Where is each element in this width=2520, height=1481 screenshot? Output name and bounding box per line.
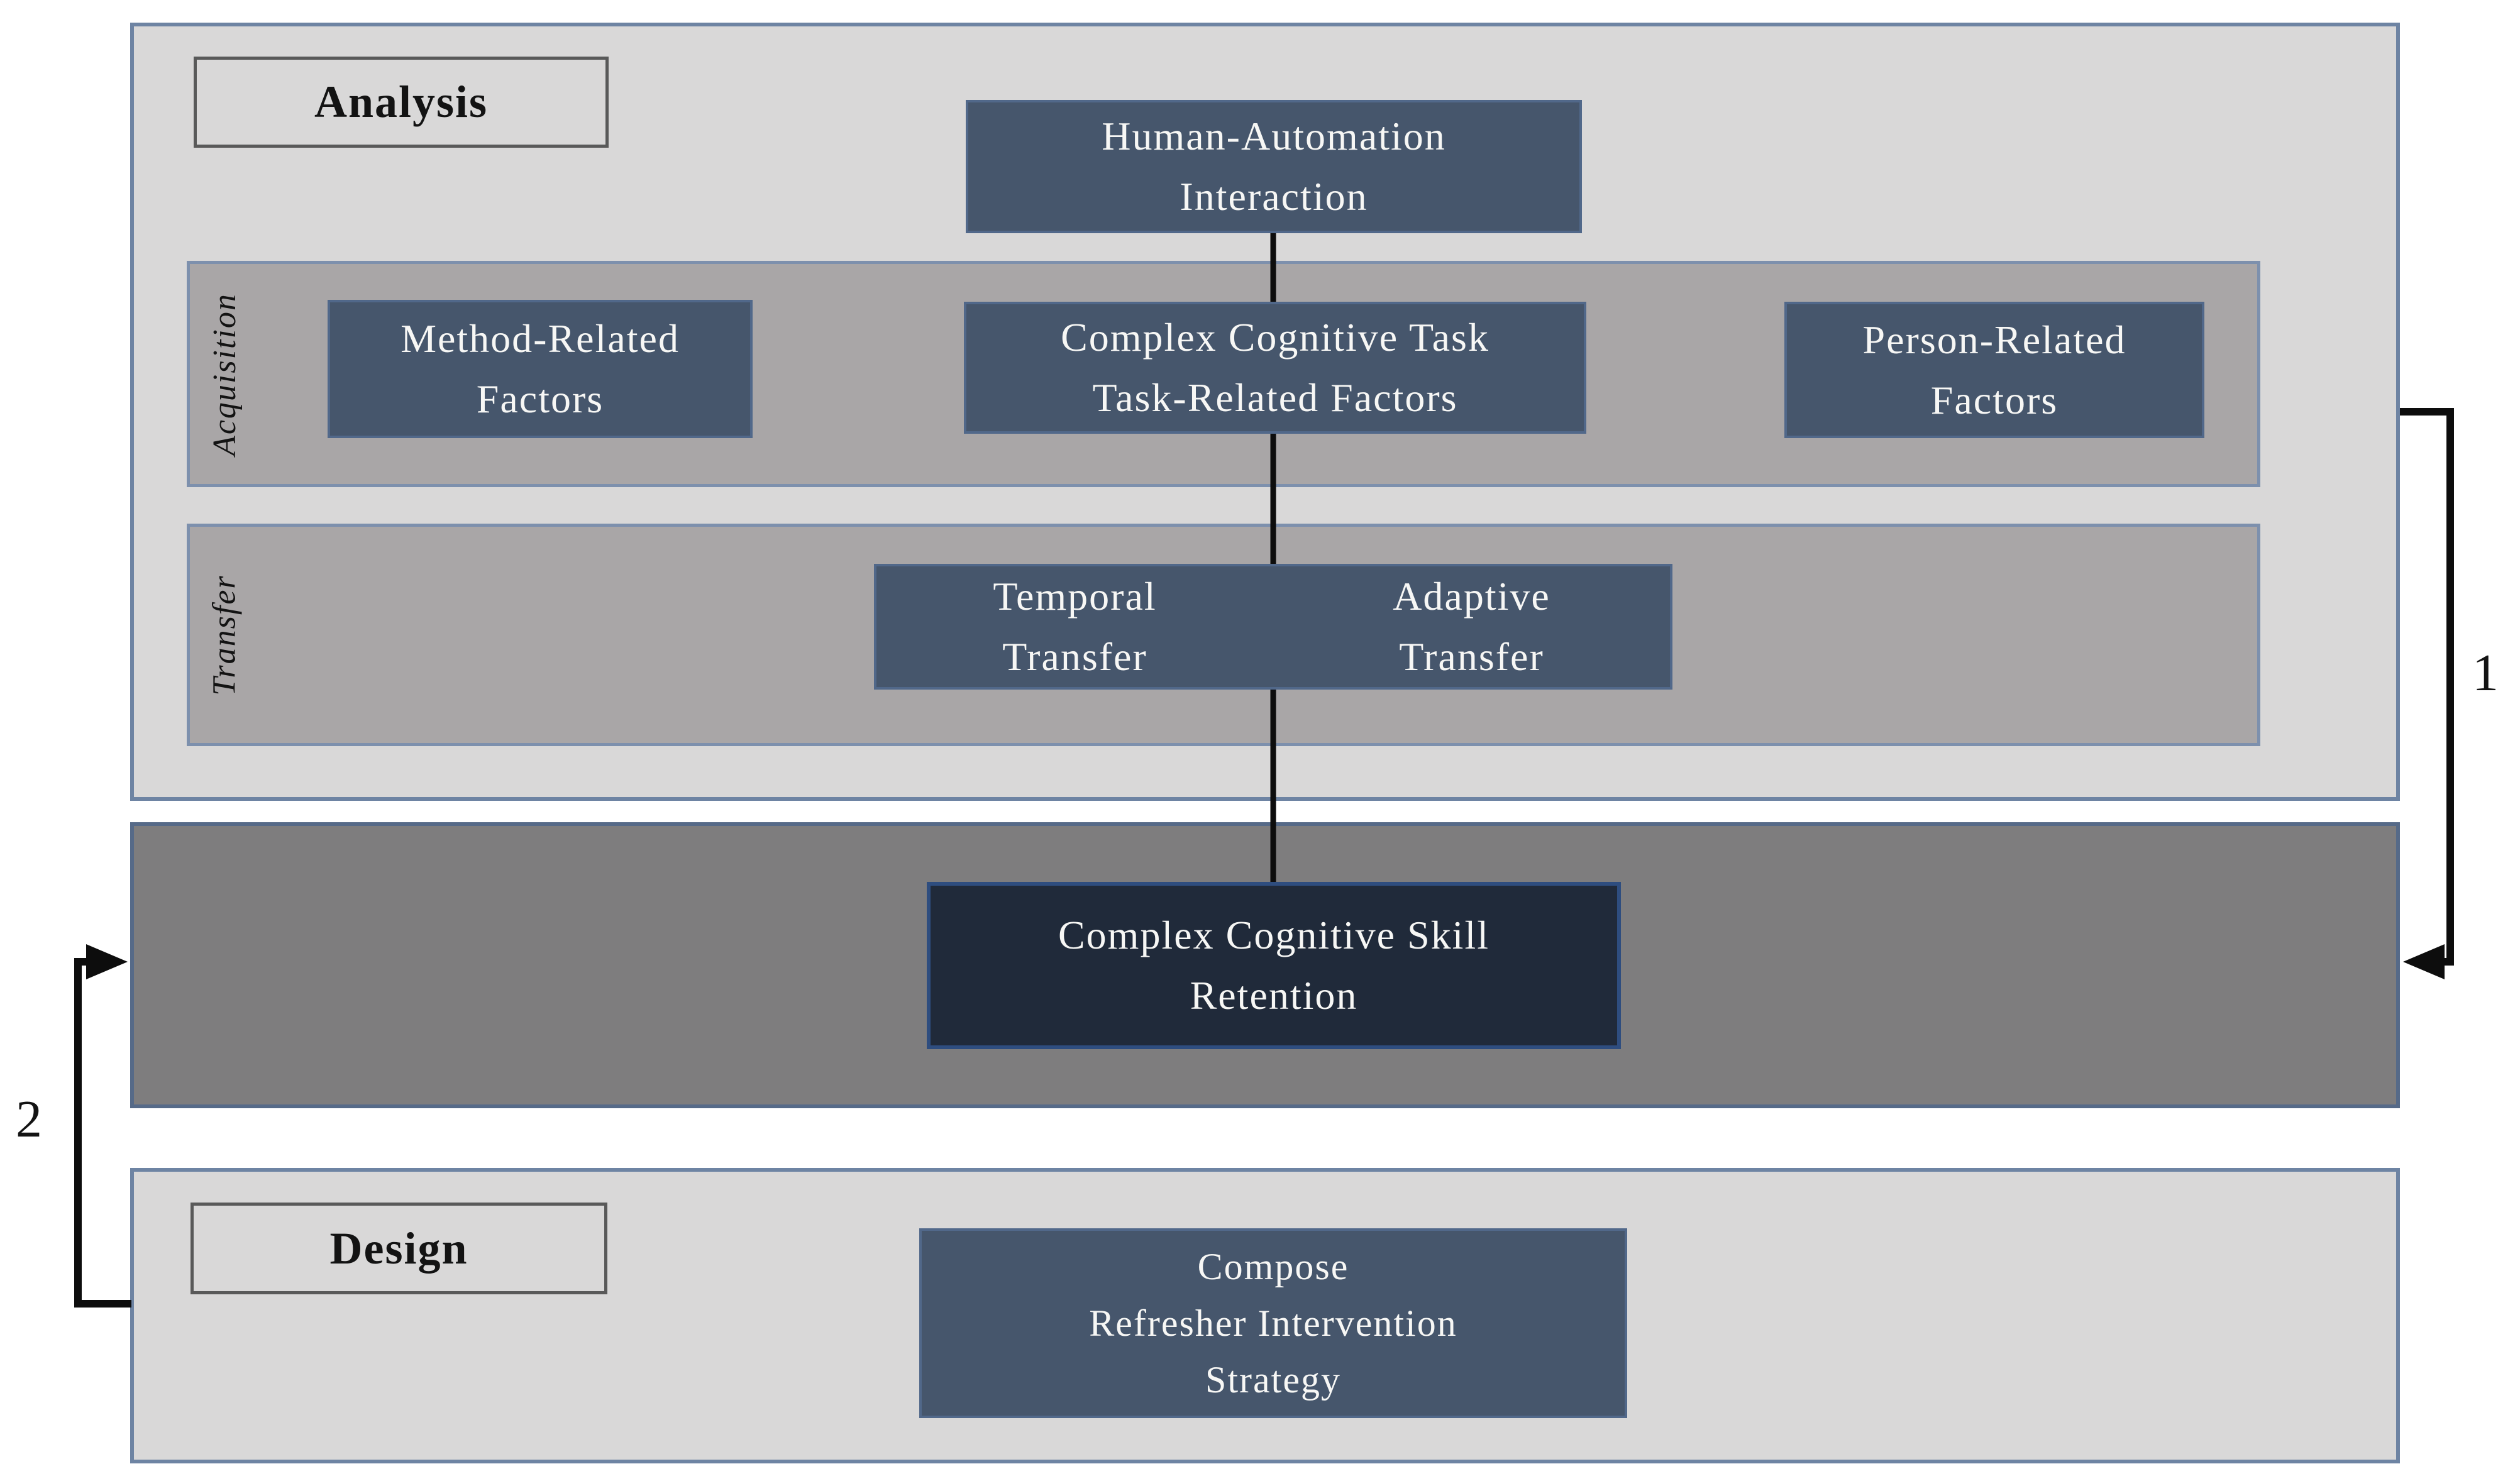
- human-automation-line2: Interaction: [1180, 174, 1368, 219]
- compose-line2: Refresher Intervention: [1089, 1302, 1457, 1344]
- design-header-box: Design: [191, 1203, 607, 1294]
- human-automation-interaction-box: Human-Automation Interaction: [966, 100, 1582, 233]
- arrow-1-number: 1: [2472, 644, 2499, 702]
- compose-line1: Compose: [1197, 1246, 1349, 1287]
- acquisition-lane-label: Acquisition: [207, 292, 243, 456]
- transfer-lane-label-wrap: Transfer: [189, 524, 261, 746]
- task-related-line2: Task-Related Factors: [1092, 375, 1458, 420]
- arrow-2-line: [74, 958, 131, 1308]
- skill-retention-line2: Retention: [1190, 973, 1358, 1018]
- arrow-1-line: [2400, 408, 2454, 966]
- method-related-line1: Method-Related: [401, 316, 680, 361]
- temporal-transfer-line2: Transfer: [1002, 634, 1147, 679]
- skill-retention-box: Complex Cognitive Skill Retention: [927, 882, 1621, 1049]
- arrow-2-number: 2: [16, 1090, 42, 1148]
- person-related-line1: Person-Related: [1862, 317, 2126, 362]
- analysis-header-label: Analysis: [314, 77, 489, 127]
- compose-refresher-strategy-box: Compose Refresher Intervention Strategy: [919, 1228, 1627, 1418]
- transfer-lane-label: Transfer: [207, 574, 243, 696]
- person-related-line2: Factors: [1930, 377, 2059, 422]
- method-related-factors-box: Method-Related Factors: [328, 300, 753, 438]
- task-related-factors-box: Complex Cognitive Task Task-Related Fact…: [964, 302, 1586, 434]
- adaptive-transfer-label: Adaptive Transfer: [1273, 566, 1670, 687]
- method-related-line2: Factors: [476, 377, 604, 421]
- design-header-label: Design: [329, 1223, 468, 1274]
- transfer-types-box: Temporal Transfer Adaptive Transfer: [874, 564, 1672, 690]
- human-automation-line1: Human-Automation: [1102, 114, 1446, 158]
- acquisition-lane-label-wrap: Acquisition: [189, 261, 261, 487]
- arrow-1-head: [2403, 944, 2445, 979]
- adaptive-transfer-line2: Transfer: [1399, 634, 1544, 679]
- analysis-header-box: Analysis: [194, 57, 609, 148]
- person-related-factors-box: Person-Related Factors: [1784, 302, 2204, 438]
- skill-retention-line1: Complex Cognitive Skill: [1058, 913, 1490, 957]
- task-related-line1: Complex Cognitive Task: [1061, 315, 1489, 360]
- temporal-transfer-line1: Temporal: [993, 574, 1157, 619]
- adaptive-transfer-line1: Adaptive: [1393, 574, 1550, 619]
- arrow-2-head: [86, 944, 128, 979]
- temporal-transfer-label: Temporal Transfer: [876, 566, 1273, 687]
- compose-line3: Strategy: [1205, 1359, 1341, 1401]
